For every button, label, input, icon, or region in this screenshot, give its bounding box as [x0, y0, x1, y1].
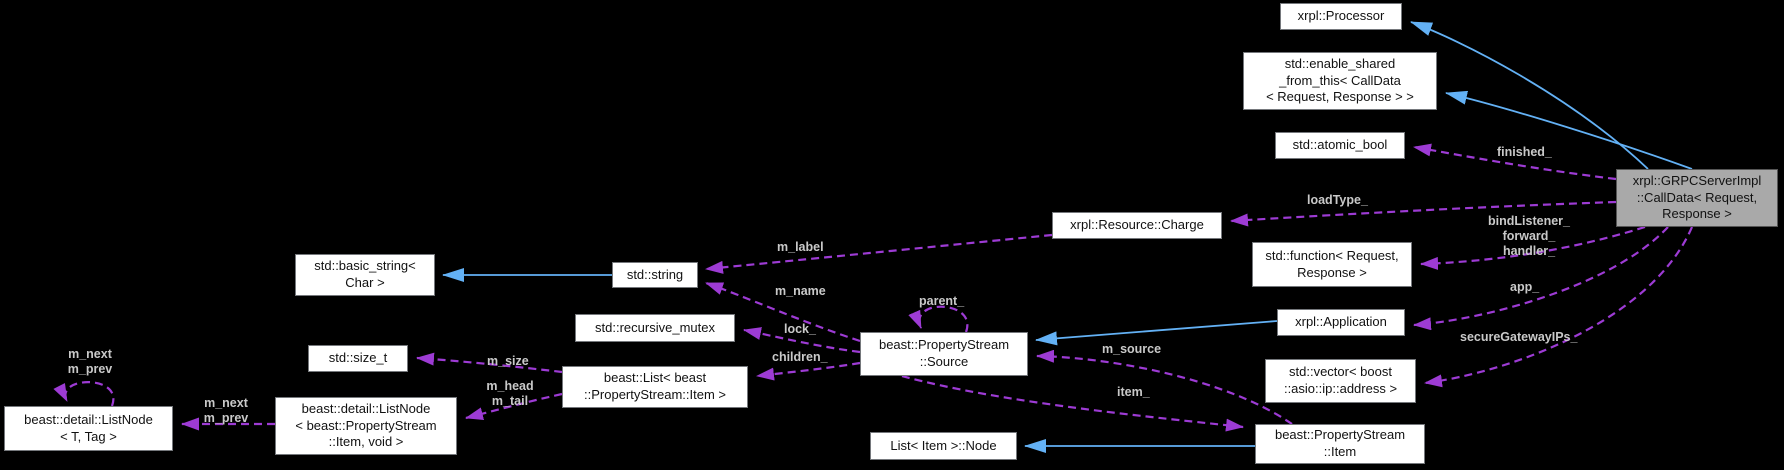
edge-label-finished: finished_: [1497, 145, 1552, 159]
class-node-std-function[interactable]: std::function< Request, Response >: [1252, 242, 1412, 287]
edge-finished: [1413, 143, 1617, 181]
class-node-list-item-node[interactable]: List< Item >::Node: [870, 432, 1017, 460]
class-node-std-basic-string[interactable]: std::basic_string< Char >: [295, 254, 435, 296]
edge-label-listnode-link-m-next-m-prev: m_next m_prev: [203, 396, 249, 425]
edge-label-secure-gateway-ips: secureGatewayIPs_: [1460, 330, 1578, 344]
class-node-beast-list[interactable]: beast::List< beast ::PropertyStream::Ite…: [562, 366, 748, 408]
edge-calldata-to-enable-shared: [1445, 90, 1693, 170]
edge-label-lock: lock_: [784, 322, 816, 336]
edge-label-bindlistener-forward-handler: bindListener_ forward_ handler_: [1488, 214, 1570, 258]
edge-parent-self-loop: [908, 305, 969, 333]
edge-label-listnode-self-m-next-m-prev: m_next m_prev: [67, 347, 113, 376]
edge-loadtype: [1230, 200, 1617, 227]
edge-secure-gateway: [1424, 226, 1694, 388]
edge-m-source: [1036, 349, 1293, 425]
edge-m-label: [705, 233, 1053, 274]
class-node-xrpl-processor[interactable]: xrpl::Processor: [1280, 3, 1402, 30]
class-node-propertystream-source[interactable]: beast::PropertyStream ::Source: [860, 332, 1028, 376]
class-node-xrpl-application[interactable]: xrpl::Application: [1277, 309, 1405, 336]
class-node-xrpl-resource-charge[interactable]: xrpl::Resource::Charge: [1052, 212, 1222, 239]
edge-app: [1413, 226, 1669, 331]
edge-listnode-self-loop: [53, 381, 115, 407]
class-node-propertystream-item[interactable]: beast::PropertyStream ::Item: [1255, 424, 1425, 464]
edge-label-m-label: m_label: [777, 240, 824, 254]
edge-label-m-head-m-tail: m_head m_tail: [486, 379, 534, 408]
edge-label-children: children_: [772, 350, 828, 364]
edge-label-m-source: m_source: [1102, 342, 1162, 356]
edge-label-loadtype: loadType_: [1307, 193, 1368, 207]
edge-m-name: [705, 281, 861, 343]
class-node-std-atomic-bool[interactable]: std::atomic_bool: [1275, 132, 1405, 159]
edge-item-member: [901, 374, 1244, 432]
edge-children: [756, 361, 861, 381]
edge-application-to-source: [1035, 320, 1278, 346]
class-node-listnode-item-void[interactable]: beast::detail::ListNode < beast::Propert…: [275, 397, 457, 455]
class-node-std-enable-shared-from-this[interactable]: std::enable_shared _from_this< CallData …: [1243, 52, 1437, 110]
edge-label-parent: parent_: [919, 294, 965, 308]
class-node-std-vector-ip-address[interactable]: std::vector< boost ::asio::ip::address >: [1265, 359, 1416, 403]
edge-lock: [743, 327, 861, 354]
class-node-listnode-generic[interactable]: beast::detail::ListNode < T, Tag >: [4, 406, 173, 451]
edge-label-app: app_: [1510, 280, 1540, 294]
class-node-std-recursive-mutex[interactable]: std::recursive_mutex: [575, 314, 735, 342]
edge-label-m-name: m_name: [775, 284, 826, 298]
class-node-grpcserverimpl-calldata[interactable]: xrpl::GRPCServerImpl ::CallData< Request…: [1616, 169, 1778, 227]
edge-m-size: [416, 352, 563, 374]
edge-label-m-size: m_size: [487, 354, 529, 368]
edge-calldata-to-processor: [1410, 21, 1649, 170]
edge-bind-handlers: [1420, 225, 1646, 270]
class-node-std-size-t[interactable]: std::size_t: [308, 345, 408, 372]
edge-label-item: item_: [1117, 385, 1150, 399]
class-node-std-string[interactable]: std::string: [612, 262, 698, 288]
